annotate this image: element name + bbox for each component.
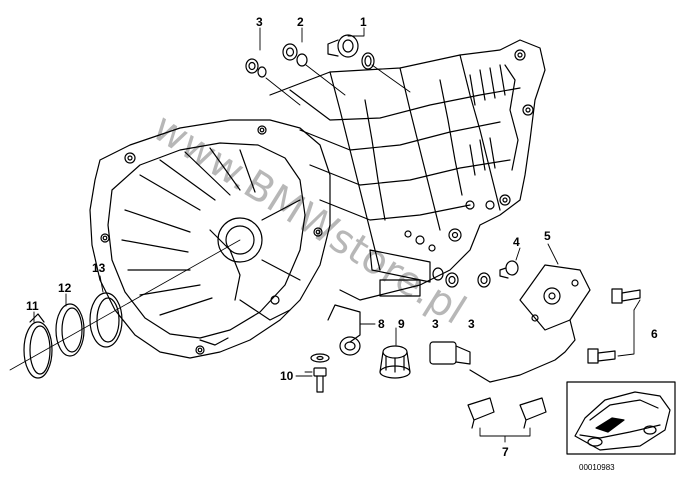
callout-3-left: 3 [432,317,439,331]
callout-10: 10 [280,369,294,383]
part-4-sleeve [499,260,519,279]
part-7-clips [467,397,547,443]
part-12-ring [55,303,85,357]
part-1-plug [327,34,375,70]
callout-3-right: 3 [468,317,475,331]
part-13-seal [89,292,123,348]
callout-1: 1 [360,15,367,29]
callout-6: 6 [651,327,658,341]
callout-13: 13 [92,261,106,275]
part-11-circlip [23,313,53,379]
part-6-bolts [587,288,641,364]
callout-3-top: 3 [256,15,263,29]
callout-11: 11 [26,299,39,313]
callout-5: 5 [544,229,551,243]
part-2-plug [282,43,308,67]
part-5-switch [429,264,591,383]
callout-9: 9 [398,317,405,331]
callout-12: 12 [58,281,72,295]
part-9-bushing [379,345,411,379]
callout-8: 8 [378,317,385,331]
part-3-plug-top [245,58,267,78]
callout-2: 2 [297,15,304,29]
diagram-reference-number: 00010983 [579,463,615,472]
part-10-bolt [304,353,330,393]
callout-4: 4 [513,235,520,249]
callout-7: 7 [502,445,509,459]
part-3-plugs-lower [432,267,491,288]
car-location-inset [566,381,676,455]
bell-housing [89,119,331,359]
transmission-housing [269,39,546,301]
part-8-bracket [327,304,376,356]
